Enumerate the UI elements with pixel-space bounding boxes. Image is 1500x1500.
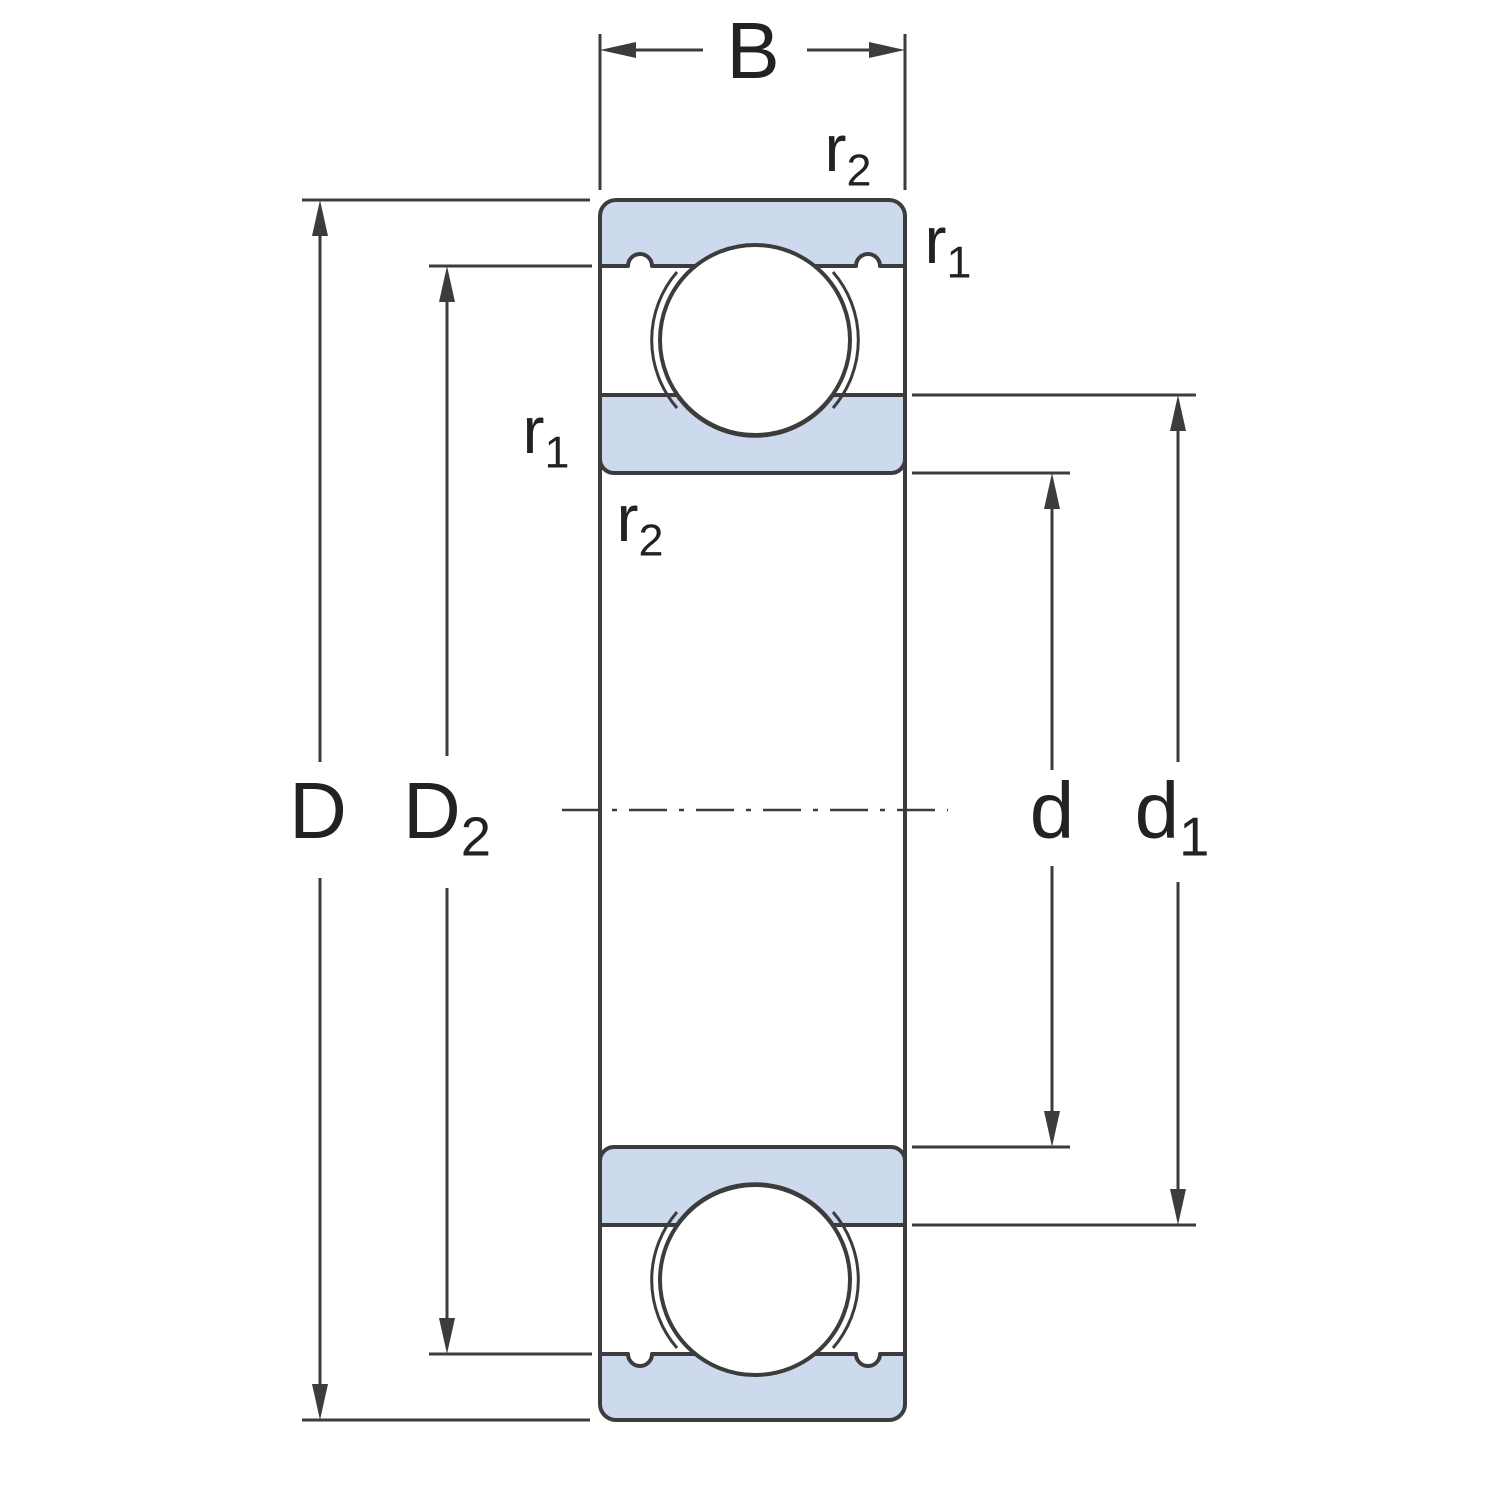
label-r2-left-base: r (617, 481, 639, 555)
label-bore-diameter-d: d (1030, 766, 1075, 855)
arrow-d1-bottom (1170, 1189, 1186, 1225)
extension-lines (302, 34, 1196, 1422)
label-r1-inner-left: r1 (523, 393, 570, 477)
arrow-d-outer-top (312, 200, 328, 236)
arrow-d2-top (439, 266, 455, 302)
cage-arc-right (831, 271, 860, 409)
label-r2-outer-top: r2 (825, 111, 872, 195)
label-r1-left-sub: 1 (545, 426, 570, 477)
label-r2-top-sub: 2 (847, 144, 872, 195)
label-r1-left-base: r (523, 393, 545, 467)
dimension-labels: B D D2 d d1 r2 r1 r1 r2 (289, 6, 1209, 867)
label-recess-diameter-D2: D2 (403, 766, 491, 867)
dimension-lines (318, 48, 1180, 1384)
dimension-arrows (312, 42, 1186, 1420)
arrow-d-bore-bottom (1044, 1111, 1060, 1147)
label-r2-inner-left: r2 (617, 481, 664, 565)
outer-ring-section (598, 198, 907, 268)
label-D-base: D (289, 766, 347, 855)
ball (658, 243, 852, 437)
label-D2-sub: 2 (461, 806, 491, 867)
label-width-B-base: B (726, 6, 779, 95)
cage-arc-left (650, 271, 679, 409)
arrow-d-bore-top (1044, 473, 1060, 509)
arrow-b-left (600, 42, 636, 58)
arrow-d1-top (1170, 395, 1186, 431)
label-d1-sub: 1 (1179, 806, 1209, 867)
label-r1-outer-right: r1 (925, 203, 972, 287)
label-d1-base: d (1135, 766, 1180, 855)
label-shoulder-diameter-d1: d1 (1135, 766, 1210, 867)
label-width-B: B (726, 6, 779, 95)
label-outside-diameter-D: D (289, 766, 347, 855)
label-d-base: d (1030, 766, 1075, 855)
arrow-b-right (869, 42, 905, 58)
label-r2-left-sub: 2 (639, 514, 664, 565)
bearing-section-bottom (598, 1145, 907, 1422)
label-r2-top-base: r (825, 111, 847, 185)
bearing-section-top (598, 198, 907, 475)
label-r1-right-base: r (925, 203, 947, 277)
label-D2-base: D (403, 766, 461, 855)
arrow-d-outer-bottom (312, 1384, 328, 1420)
arrow-d2-bottom (439, 1318, 455, 1354)
label-r1-right-sub: 1 (947, 236, 972, 287)
drawing-lines (302, 34, 1196, 1422)
